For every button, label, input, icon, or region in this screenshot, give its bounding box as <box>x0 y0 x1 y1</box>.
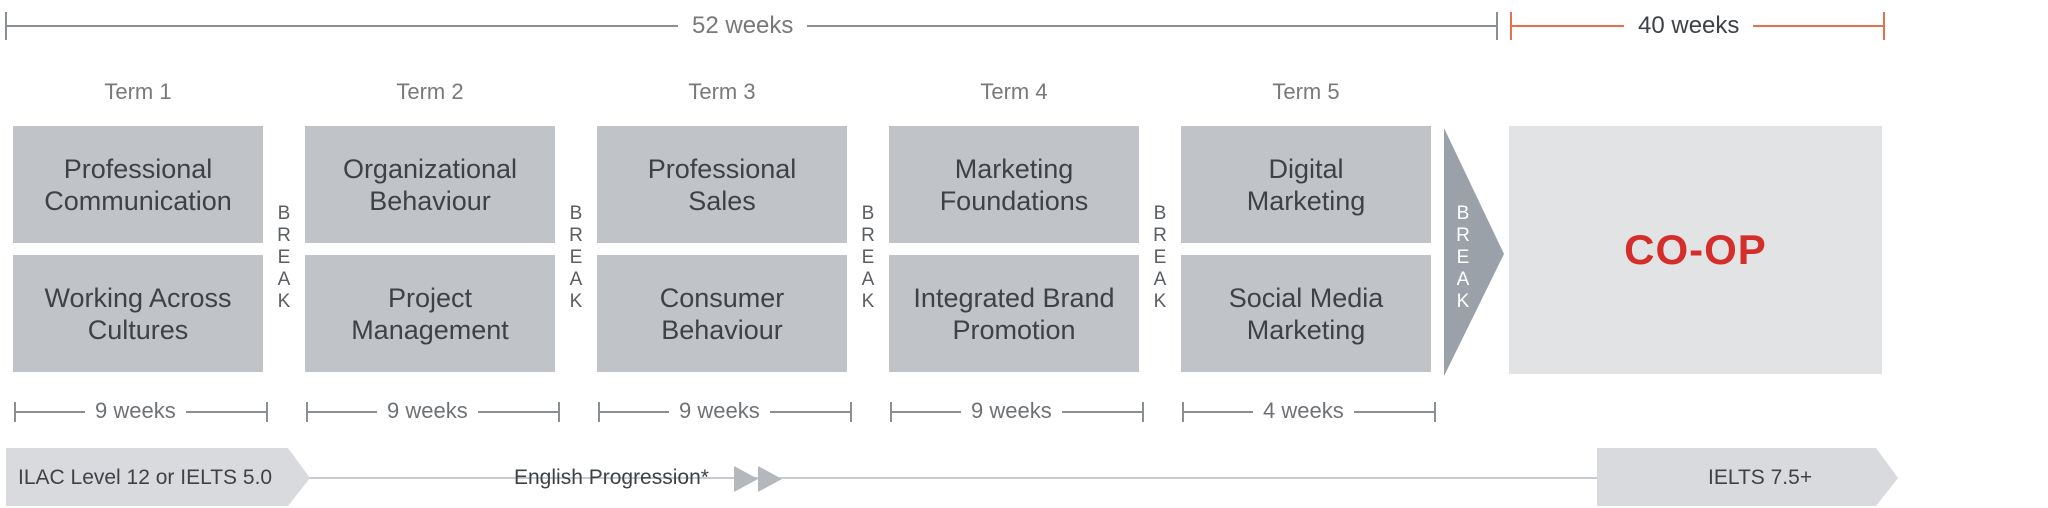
english-start-level: ILAC Level 12 or IELTS 5.0 <box>18 466 273 489</box>
double-play-icon <box>734 466 782 492</box>
course-box: Integrated Brand Promotion <box>889 255 1139 372</box>
term-title: Term 5 <box>1272 79 1340 104</box>
course-box: Professional Sales <box>597 126 847 243</box>
start-level-chevron <box>6 448 310 506</box>
course-box: Project Management <box>305 255 555 372</box>
term-weeks-label: 9 weeks <box>961 398 1062 424</box>
break-letter: E <box>277 247 291 268</box>
break-letter: E <box>1153 247 1167 268</box>
course-label: Consumer Behaviour <box>659 282 785 345</box>
course-box: Working Across Cultures <box>13 255 263 372</box>
english-end-level: IELTS 7.5+ <box>1708 466 1813 489</box>
break-letter: E <box>1456 247 1470 268</box>
break-letter: B <box>861 203 875 224</box>
course-box: Digital Marketing <box>1181 126 1431 243</box>
course-box: Organizational Behaviour <box>305 126 555 243</box>
break-letter: E <box>569 247 583 268</box>
break-letter: B <box>277 203 291 224</box>
break-letter: R <box>1153 225 1167 246</box>
break-letter: K <box>1456 291 1470 312</box>
course-box: Social Media Marketing <box>1181 255 1431 372</box>
break-letter: R <box>861 225 875 246</box>
course-label: Marketing Foundations <box>939 153 1089 216</box>
coop-label: CO-OP <box>1624 226 1767 273</box>
term-title: Term 4 <box>980 79 1048 104</box>
term-title: Term 1 <box>104 79 172 104</box>
break-letter: K <box>569 291 583 312</box>
break-letter: K <box>861 291 875 312</box>
course-box: Consumer Behaviour <box>597 255 847 372</box>
break-letter: K <box>277 291 291 312</box>
break-letter: B <box>569 203 583 224</box>
break-letter: R <box>1456 225 1470 246</box>
term-weeks-label: 9 weeks <box>669 398 770 424</box>
break-letter: A <box>569 269 583 290</box>
break-letter: A <box>277 269 291 290</box>
course-box: Professional Communication <box>13 126 263 243</box>
course-box: Marketing Foundations <box>889 126 1139 243</box>
term-weeks-label: 9 weeks <box>85 398 186 424</box>
progression-track <box>6 448 1898 506</box>
course-label: Organizational Behaviour <box>342 153 518 216</box>
break-letter: K <box>1153 291 1167 312</box>
coop-box: CO-OP <box>1509 126 1882 374</box>
break-arrow-shape <box>1444 128 1504 376</box>
coop-duration-label: 40 weeks <box>1624 12 1754 40</box>
program-duration-label: 52 weeks <box>678 12 808 40</box>
course-label: Digital Marketing <box>1246 153 1366 216</box>
course-label: Professional Communication <box>44 153 232 216</box>
course-label: Integrated Brand Promotion <box>913 282 1115 345</box>
course-label: Project Management <box>351 282 509 345</box>
course-label: Professional Sales <box>647 153 797 216</box>
term-weeks-label: 4 weeks <box>1253 398 1354 424</box>
break-letter: R <box>569 225 583 246</box>
break-letter: A <box>1456 269 1470 290</box>
course-label: Working Across Cultures <box>44 282 232 345</box>
break-letter: R <box>277 225 291 246</box>
end-level-chevron <box>1597 448 1898 506</box>
break-letter: E <box>861 247 875 268</box>
break-letter: A <box>1153 269 1167 290</box>
term-title: Term 3 <box>688 79 756 104</box>
break-letter: B <box>1456 203 1470 224</box>
english-progression-label: English Progression* <box>514 466 709 489</box>
course-label: Social Media Marketing <box>1228 282 1384 345</box>
term-title: Term 2 <box>396 79 464 104</box>
term-weeks-label: 9 weeks <box>377 398 478 424</box>
break-letter: B <box>1153 203 1167 224</box>
break-letter: A <box>861 269 875 290</box>
